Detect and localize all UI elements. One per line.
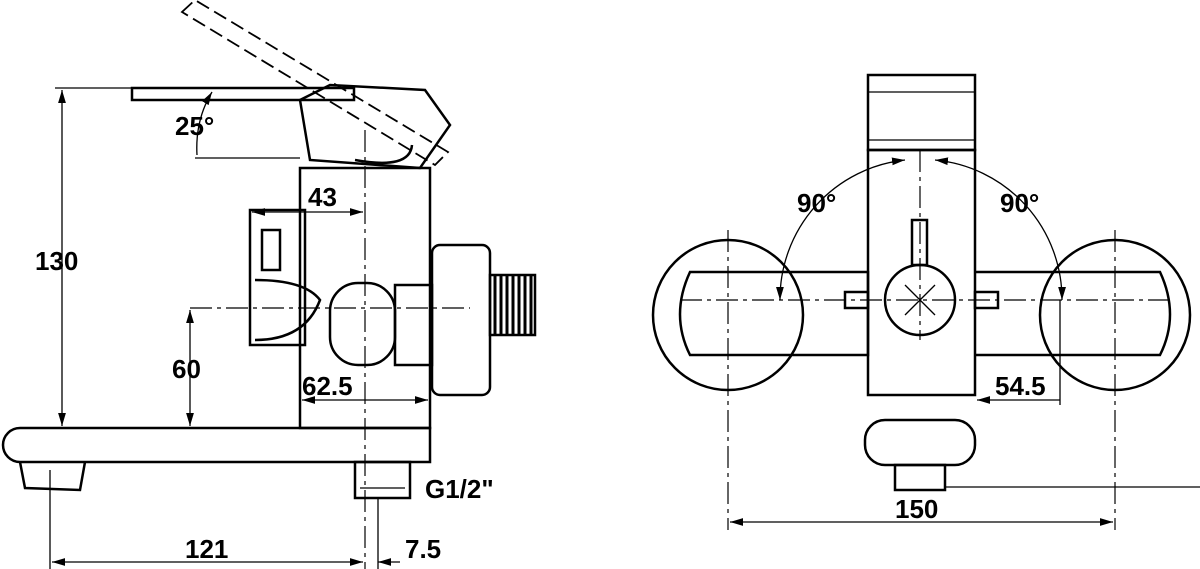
dim-7-5: 7.5	[405, 534, 441, 564]
connector-oval	[328, 281, 397, 367]
outlet-nut	[353, 460, 412, 500]
top-block	[866, 73, 977, 152]
outlet-nozzle	[893, 463, 947, 492]
cartridge-stem	[260, 228, 282, 272]
handle-curve	[354, 144, 414, 165]
dim-150: 150	[895, 494, 938, 524]
dim-130: 130	[35, 246, 78, 276]
right-arm	[975, 270, 1172, 357]
outlet-oval	[863, 418, 977, 467]
handle-block	[298, 83, 452, 170]
lever-closed	[130, 86, 356, 102]
flange	[430, 243, 492, 397]
lever-raised-dashed	[180, 0, 450, 167]
dim-62-5: 62.5	[302, 371, 353, 401]
cartridge	[248, 208, 322, 347]
dim-121: 121	[185, 534, 228, 564]
left-arm	[678, 270, 870, 357]
angle-label: 25°	[175, 111, 214, 141]
side-view: 25° 130 60 43 62.5 G1/2" 121 7.5	[1, 0, 537, 569]
thread-label: G1/2"	[425, 474, 494, 504]
angle-right: 90°	[1000, 188, 1039, 218]
dim-54-5: 54.5	[995, 371, 1046, 401]
central-body	[866, 148, 977, 397]
dim-43: 43	[308, 182, 337, 212]
front-view: 90° 90° 54.5 150	[651, 73, 1200, 530]
dim-60: 60	[172, 354, 201, 384]
nut	[393, 283, 434, 367]
spout	[1, 426, 432, 464]
angle-left: 90°	[797, 188, 836, 218]
spout-aerator	[18, 461, 87, 492]
